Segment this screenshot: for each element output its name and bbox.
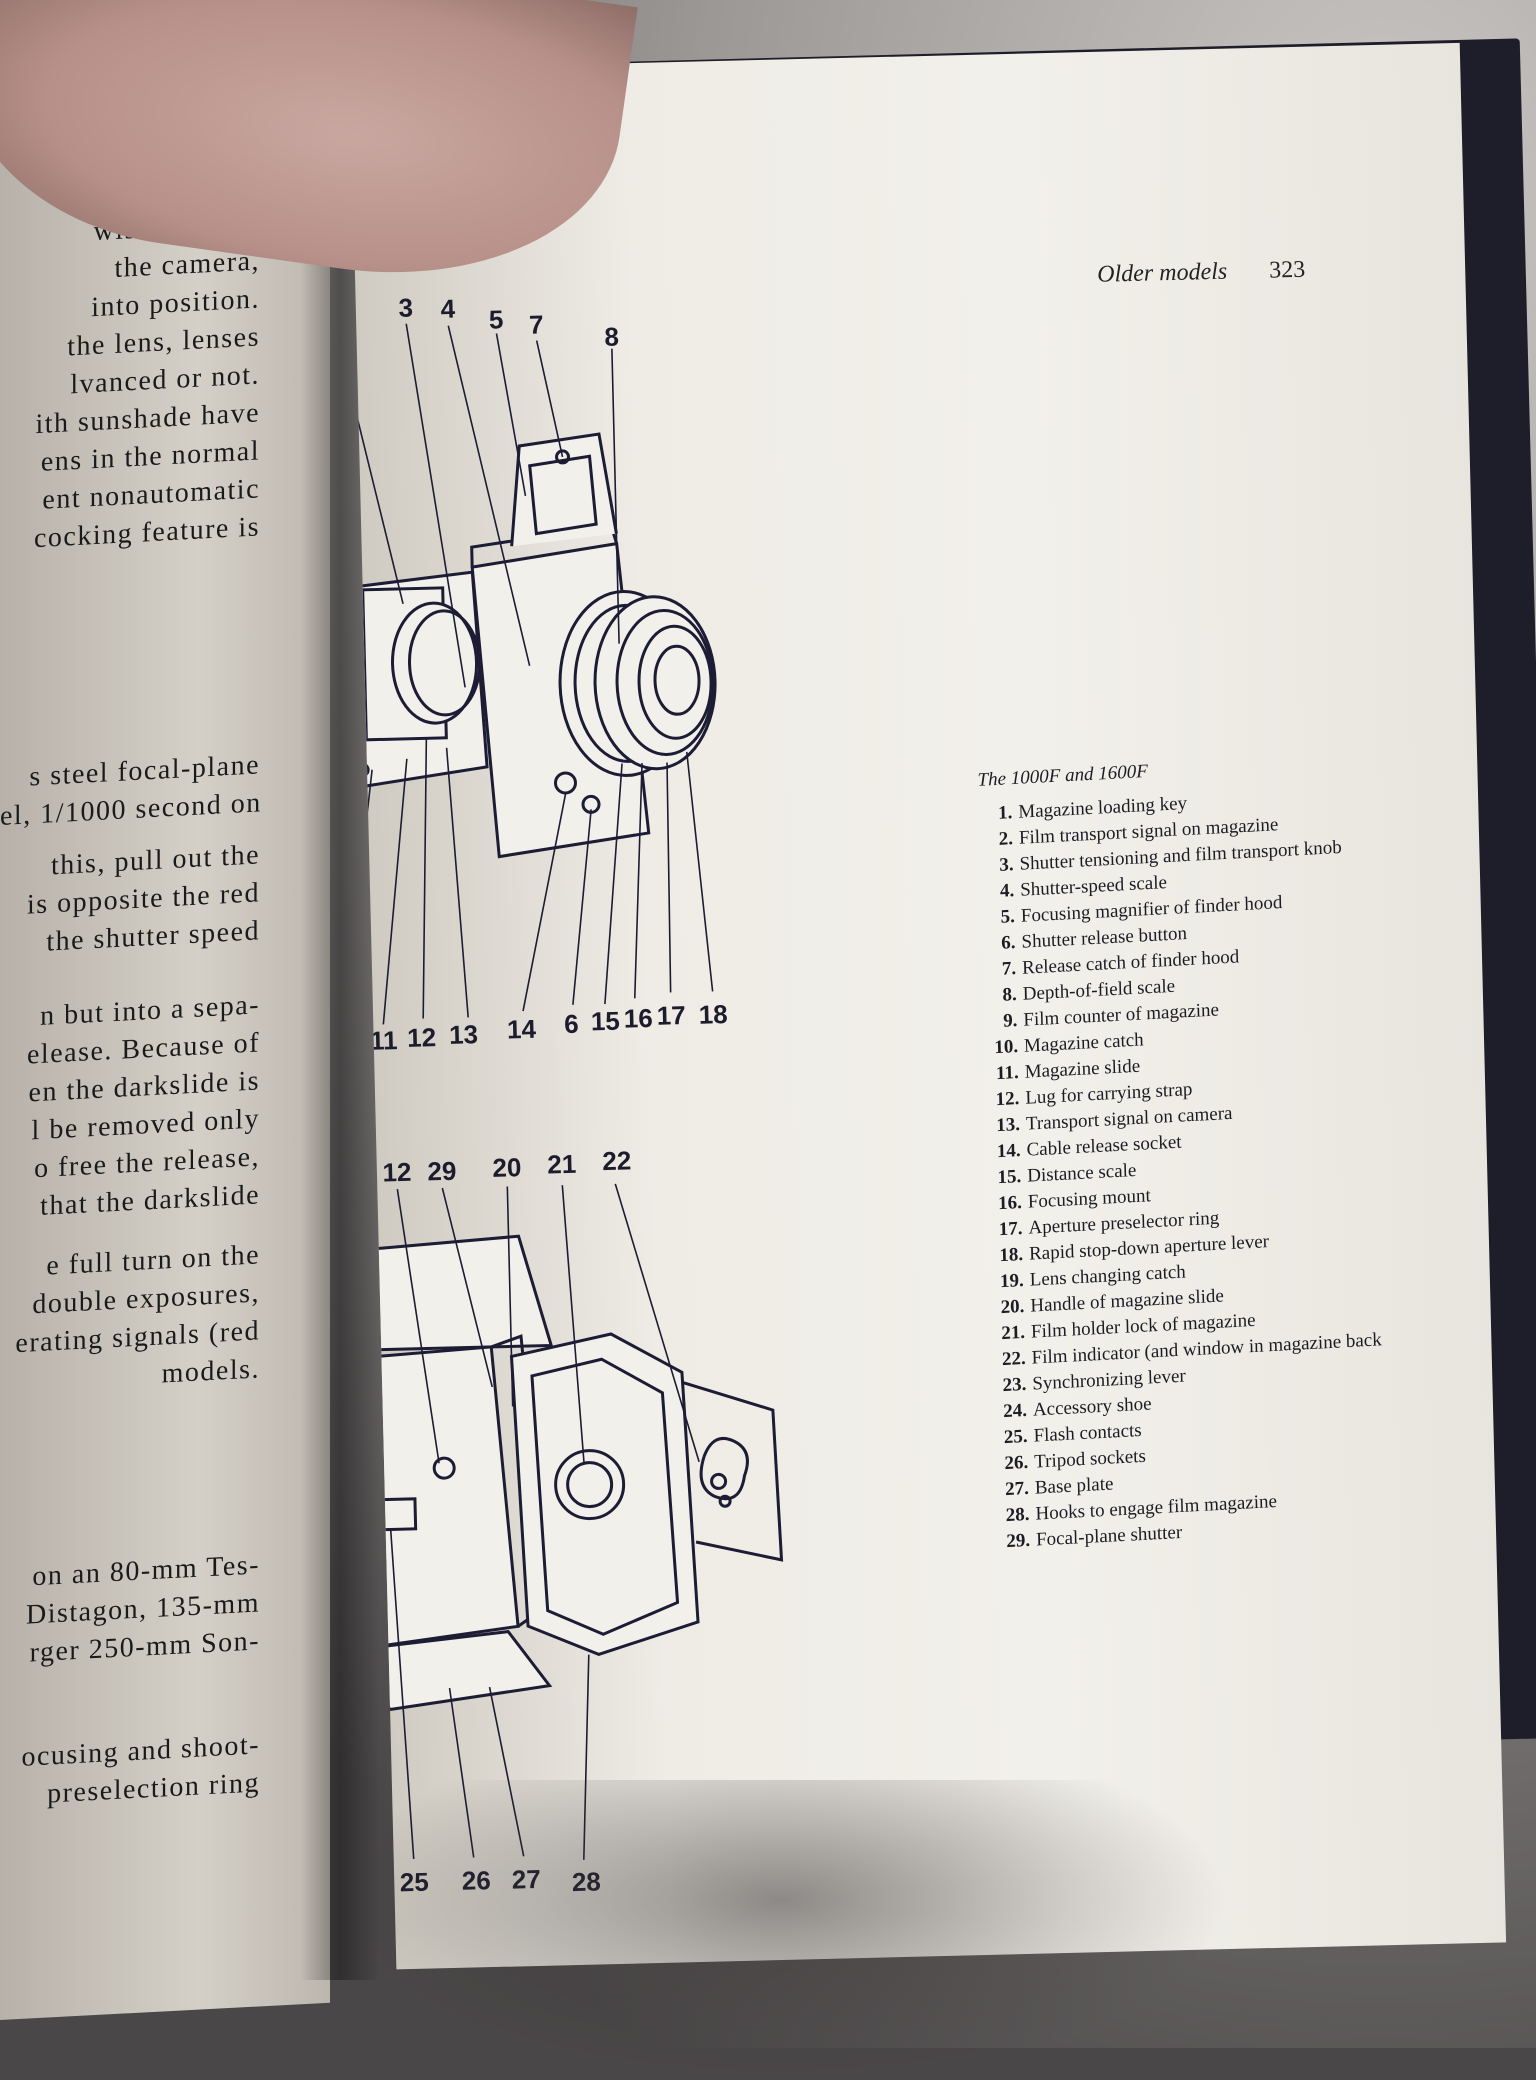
legend-number: 27. — [1004, 1477, 1030, 1501]
legend-number: 2. — [998, 828, 1014, 850]
legend-number: 24. — [1002, 1399, 1028, 1423]
callout-number: 11 — [370, 1025, 398, 1056]
callout-number: 3 — [398, 293, 413, 323]
legend-number: 8. — [1002, 984, 1018, 1006]
legend-number: 16. — [997, 1191, 1023, 1215]
left-page: emove a lens,wise, and liftthe camera,in… — [0, 102, 330, 2020]
callouts-bottom-row: 9211121314615161718 — [370, 999, 728, 1056]
legend-number: 19. — [999, 1269, 1025, 1293]
callout-number: 13 — [449, 1019, 479, 1050]
callout-number: 21 — [547, 1149, 577, 1180]
legend-number: 20. — [1000, 1295, 1025, 1319]
callout-number: 5 — [489, 304, 504, 334]
callout-leaders-top — [350, 310, 714, 1032]
camera-front-view-drawing — [350, 432, 717, 859]
callout-number: 22 — [602, 1145, 632, 1176]
callout-number: 6 — [564, 1009, 579, 1039]
legend-number: 22. — [1001, 1347, 1026, 1371]
legend-number: 11. — [995, 1062, 1019, 1085]
callout-number: 29 — [427, 1156, 457, 1187]
callout-number: 8 — [604, 322, 619, 352]
legend-number: 12. — [995, 1088, 1020, 1111]
legend-number: 14. — [996, 1139, 1021, 1163]
legend-number: 9. — [1002, 1010, 1018, 1032]
callout-number: 18 — [698, 999, 728, 1030]
legend-number: 3. — [999, 854, 1014, 876]
callout-number: 14 — [507, 1014, 537, 1045]
callout-number: 7 — [529, 309, 544, 339]
legend-number: 17. — [998, 1217, 1023, 1241]
callout-number: 12 — [382, 1157, 412, 1188]
legend-number: 4. — [999, 880, 1015, 902]
left-page-paragraph: ocusing and shoot-preselection ring — [0, 1726, 260, 1816]
right-page: Older models 323 — [350, 42, 1507, 1970]
legend-number: 15. — [997, 1165, 1022, 1189]
legend-number: 6. — [1001, 932, 1016, 954]
legend-number: 5. — [1000, 906, 1016, 928]
callouts-top-row: 231229202122 — [350, 1145, 632, 1190]
callout-number: 17 — [656, 1000, 686, 1031]
figure-caption: The 1000F and 1600F 1.Magazine loading k… — [977, 748, 1416, 1556]
legend-number: 7. — [1001, 958, 1017, 980]
legend-number: 29. — [1006, 1529, 1031, 1553]
callout-number: 12 — [407, 1022, 437, 1053]
callouts-top-row: 11034578 — [398, 293, 619, 352]
legend-number: 23. — [1002, 1373, 1027, 1397]
legend-number: 1. — [997, 802, 1013, 824]
legend-number: 25. — [1003, 1425, 1028, 1449]
callout-number: 15 — [590, 1006, 620, 1037]
legend-number: 21. — [1001, 1321, 1026, 1345]
legend-number: 13. — [995, 1113, 1021, 1137]
legend-number: 28. — [1005, 1503, 1030, 1527]
callout-number: 4 — [440, 293, 456, 323]
legend-number: 10. — [994, 1036, 1019, 1059]
callout-number: 16 — [623, 1003, 653, 1034]
legend-number: 18. — [999, 1243, 1024, 1267]
legend-number: 26. — [1004, 1451, 1029, 1475]
callout-number: 20 — [492, 1152, 522, 1183]
thumb-shadow — [330, 1780, 1230, 2080]
